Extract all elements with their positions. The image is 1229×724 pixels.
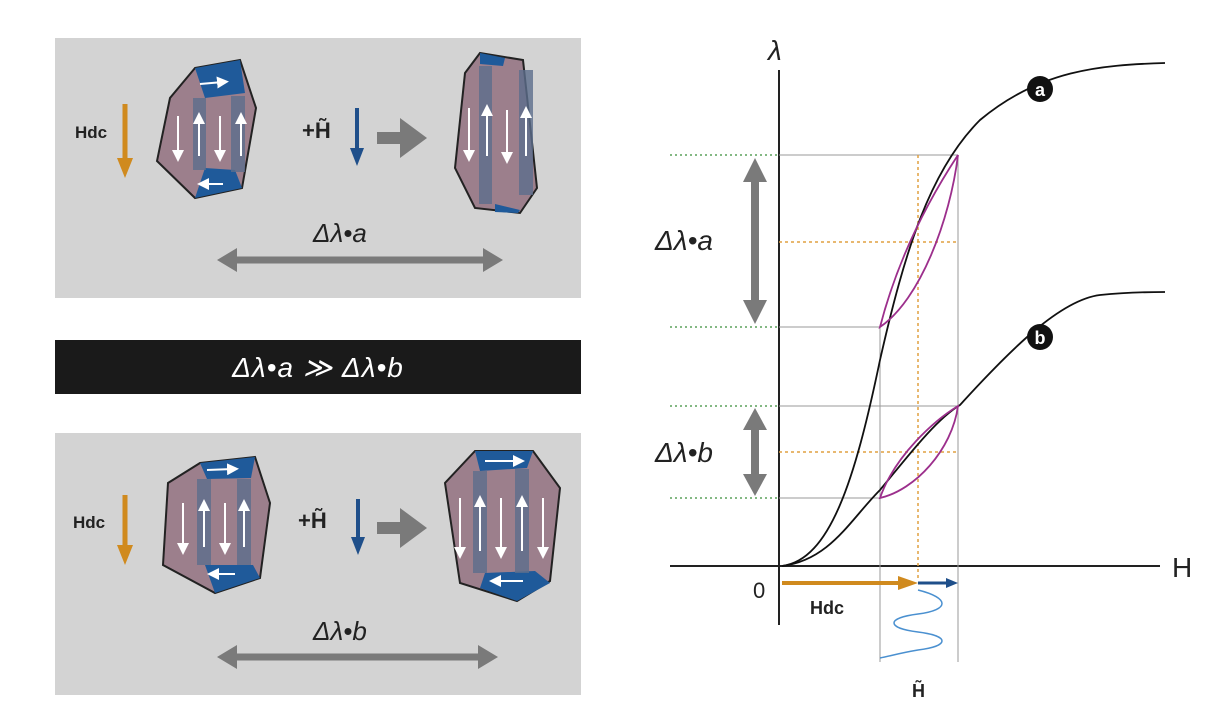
transition-arrow [377,508,427,548]
ac-field-label: +H̃ [298,508,327,533]
delta-lambda-b-graph-label: Δλ•b [654,437,713,468]
hdc-graph-arrow [782,576,958,590]
delta-lambda-a-label: Δλ•a [312,218,367,248]
minor-loop-b [878,404,960,500]
ac-field-arrow [351,499,365,555]
ac-field-label: +H̃ [302,118,331,143]
y-axis-label: λ [766,35,782,66]
orange-dotted-guides [779,155,958,580]
ac-field-sine-wave [879,589,943,659]
crystal-after [453,51,539,215]
ac-field-arrow [350,108,364,166]
comparison-bar: Δλ•a ≫ Δλ•b [55,340,581,394]
crystal-before [161,455,272,595]
crystal-after [443,450,562,603]
minor-loop-a [878,154,959,330]
curve-a [781,62,1166,567]
curve-b-label: b [1035,328,1046,348]
hdc-arrow [117,104,133,178]
hdc-arrow [117,495,133,565]
green-dotted-guides [670,154,779,499]
curve-b-badge: b [1027,324,1053,350]
graph-axes [670,70,1160,625]
hdc-graph-label: Hdc [810,598,844,618]
panel-a: Hdc +H̃ [55,38,581,298]
x-axis-label: H [1172,552,1192,583]
ac-field-graph-label: H̃ [912,679,925,701]
hdc-label: Hdc [75,123,107,142]
crystal-before [155,58,258,200]
hdc-label: Hdc [73,513,105,532]
panel-b: Hdc +H̃ [55,433,581,695]
transition-arrow [377,118,427,158]
origin-label: 0 [753,578,765,603]
curve-a-badge: a [1027,76,1053,102]
delta-lambda-b-label: Δλ•b [312,616,367,646]
panel-a-diagram: Hdc +H̃ [75,51,539,272]
delta-lambda-a-arrow [217,248,503,272]
panel-b-diagram: Hdc +H̃ [73,450,562,669]
curve-a-label: a [1035,80,1046,100]
delta-lambda-b-graph-arrow [743,408,767,496]
delta-lambda-a-graph-arrow [743,158,767,324]
delta-lambda-b-arrow [217,645,498,669]
delta-lambda-a-graph-label: Δλ•a [654,225,713,256]
curve-b [781,291,1166,567]
